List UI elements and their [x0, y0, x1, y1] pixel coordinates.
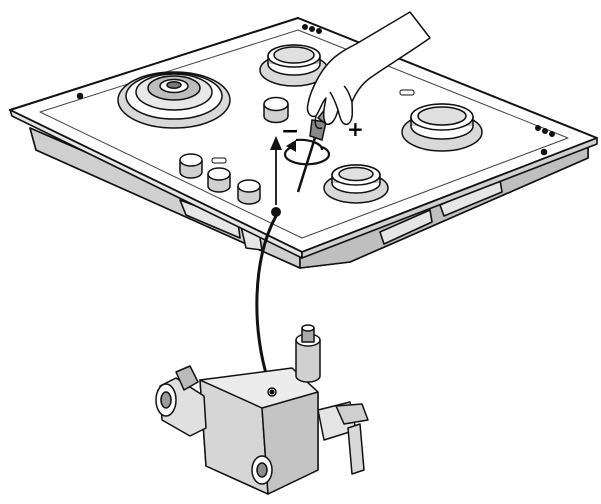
- burner-icon: [401, 103, 483, 152]
- hand-icon: [306, 11, 431, 130]
- up-arrow-icon: [270, 136, 282, 205]
- control-knob-icon: [207, 167, 231, 193]
- burner-icon: [323, 164, 389, 204]
- rotate-arrowhead: [286, 140, 296, 152]
- plus-sign: +: [347, 117, 364, 141]
- burner-icon: [259, 44, 329, 87]
- burner-icon: [117, 71, 231, 129]
- valve-marker-dot: [271, 207, 281, 217]
- pointer-line-icon: [255, 215, 278, 381]
- control-knob-icon: [263, 96, 289, 124]
- control-knob-icon: [237, 179, 261, 205]
- control-knob-icon: [179, 153, 203, 179]
- minus-sign: −: [281, 119, 299, 144]
- gas-valve-icon: [155, 324, 369, 495]
